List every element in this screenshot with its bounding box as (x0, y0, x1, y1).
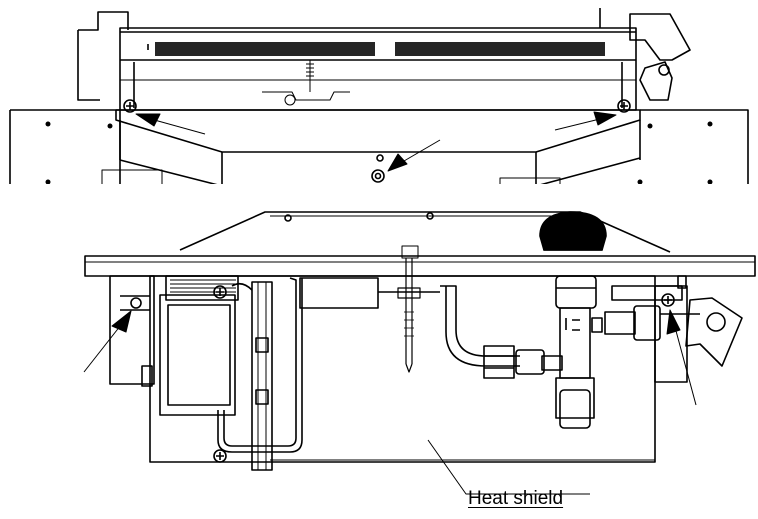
middle-housing (299, 277, 379, 309)
heat-shield-leader (427, 439, 590, 495)
pointer-arrows-bottom (83, 309, 697, 406)
screw-lower-left (213, 449, 227, 463)
bent-tube (223, 277, 297, 447)
pointer-arrows-top (135, 111, 617, 172)
left-bracket (109, 275, 155, 387)
screw-right (617, 99, 631, 113)
right-latch (639, 61, 673, 101)
right-clamp (685, 297, 743, 367)
upper-left-frame (78, 11, 129, 31)
right-side-frame (640, 109, 749, 186)
top-knob (539, 211, 607, 251)
frame-holes (45, 121, 713, 185)
cover-screw (284, 214, 292, 222)
screw-left (123, 99, 137, 113)
side-assembly-view (83, 211, 756, 495)
latch-knob (658, 64, 670, 76)
top-assembly-view (0, 8, 758, 188)
main-plate (119, 27, 637, 111)
base-plate (84, 255, 756, 277)
vertical-rail (251, 281, 273, 471)
left-side-frame (9, 109, 121, 186)
slot-hatching (155, 42, 605, 56)
right-hinge-bracket (629, 13, 691, 61)
solenoid-block (159, 275, 253, 416)
center-scale (262, 60, 350, 106)
center-mount-hole (371, 154, 385, 183)
top-cover (179, 211, 671, 253)
probe-assembly (397, 258, 421, 373)
right-fittings (604, 275, 743, 383)
heat-shield-label: Heat shield (468, 488, 564, 509)
tube-fitting (483, 345, 563, 379)
heat-shield-body (149, 275, 656, 463)
valve-assembly (555, 275, 603, 429)
